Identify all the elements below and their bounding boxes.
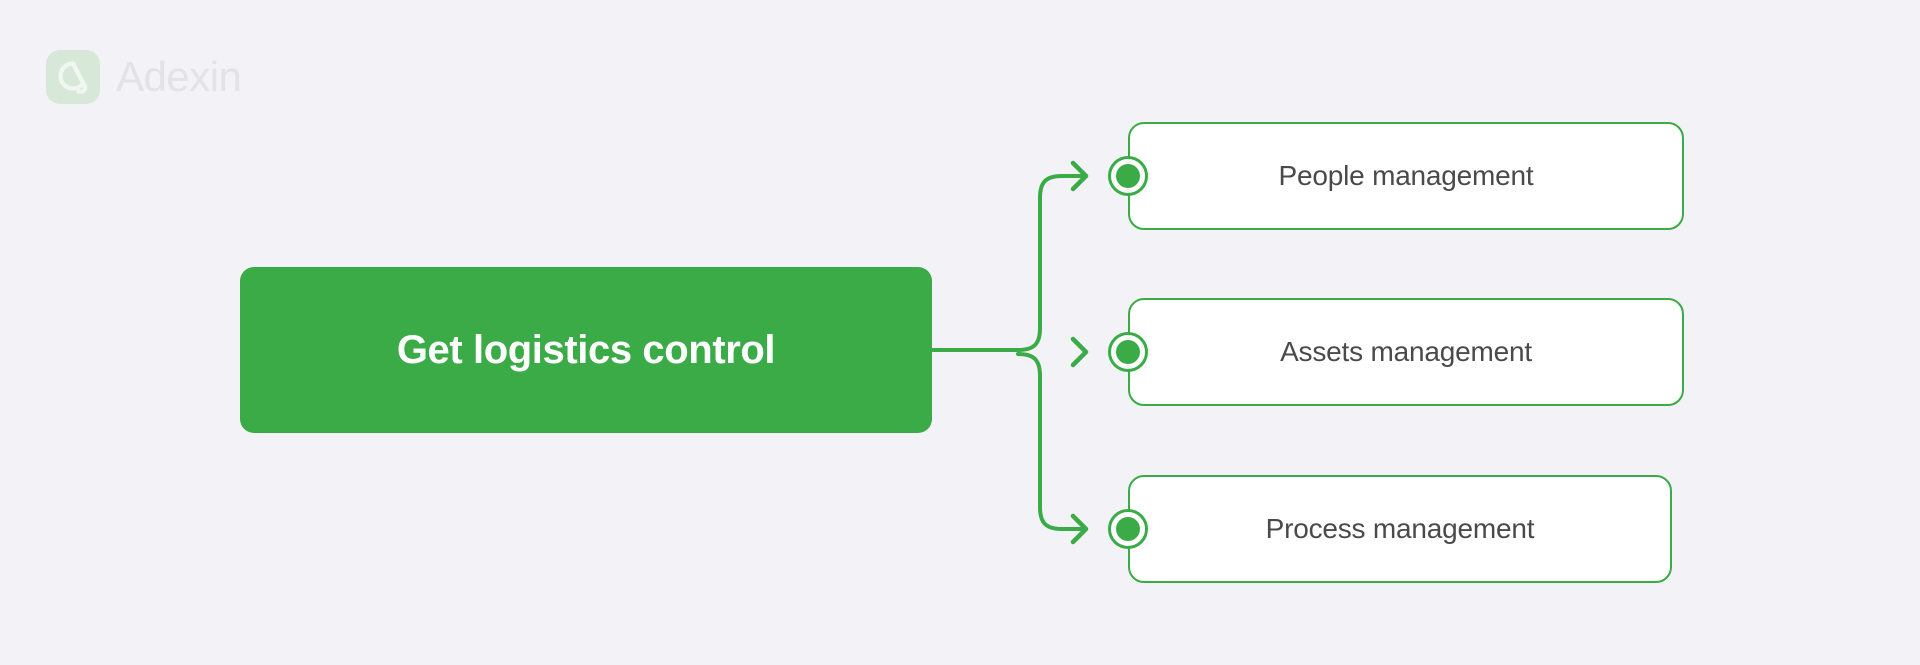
connector-branch-1: [1016, 174, 1088, 352]
brand-logo: Adexin: [46, 50, 242, 104]
branch-node-dot-icon: [1108, 156, 1148, 196]
arrow-right-icon: [1070, 513, 1089, 545]
adexin-a-monogram-icon: [46, 50, 100, 104]
arrow-right-icon: [1070, 160, 1089, 192]
root-node-label: Get logistics control: [396, 327, 776, 372]
branch-node-dot-icon: [1108, 509, 1148, 549]
connector-branch-3: [1016, 352, 1088, 531]
arrow-right-icon: [1070, 336, 1089, 368]
branch-node-dot-icon: [1108, 332, 1148, 372]
root-node[interactable]: Get logistics control: [240, 267, 932, 433]
branch-card-label: Assets management: [1280, 336, 1532, 367]
branch-card-assets-management[interactable]: Assets management: [1128, 298, 1684, 406]
brand-name: Adexin: [116, 53, 242, 100]
branch-card-process-management[interactable]: Process management: [1128, 475, 1672, 583]
branch-card-label: Process management: [1265, 513, 1535, 544]
branch-card-label: People management: [1278, 160, 1534, 191]
branch-card-people-management[interactable]: People management: [1128, 122, 1684, 230]
